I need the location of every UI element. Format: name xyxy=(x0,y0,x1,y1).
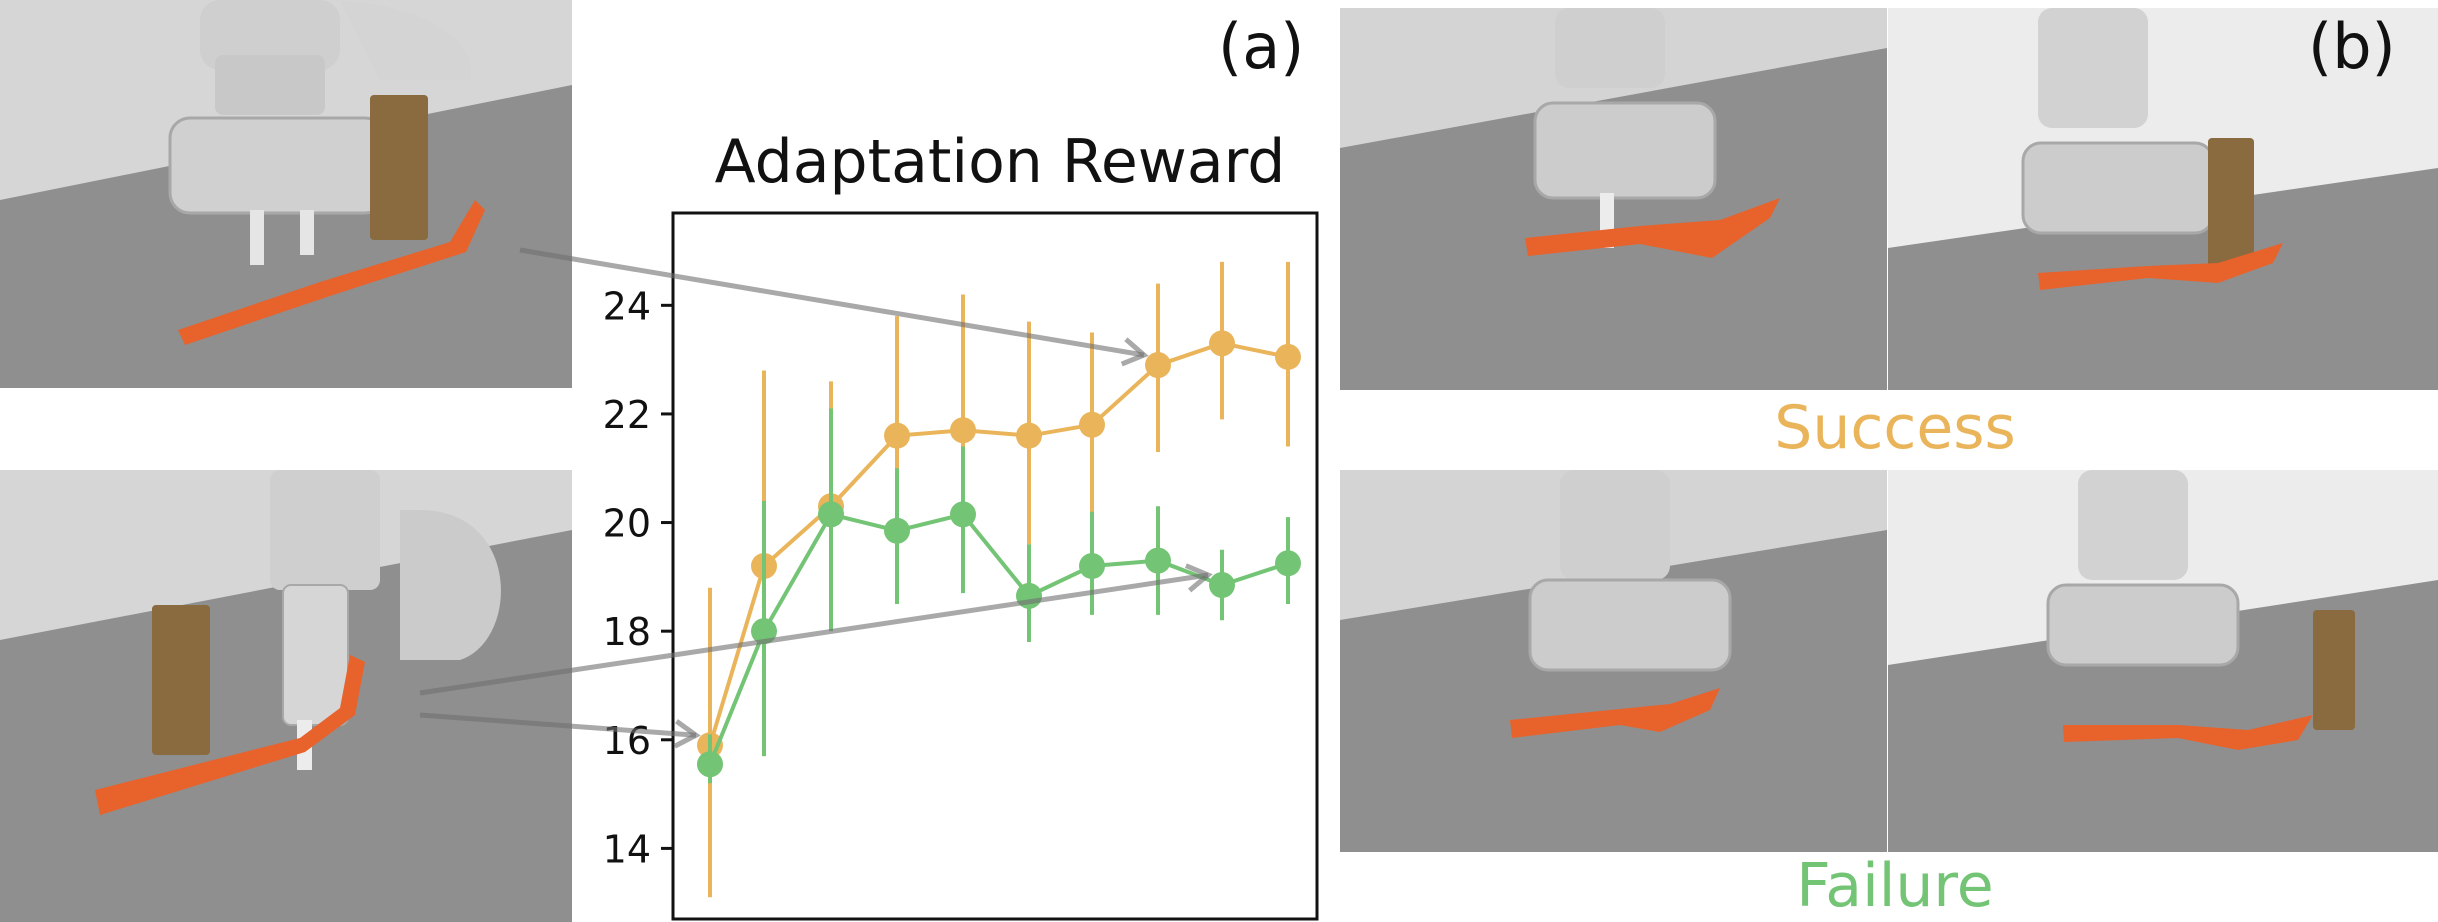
robot-arm-icon xyxy=(2046,470,2240,667)
annotation-arrows xyxy=(419,247,1213,749)
cylinder-icon xyxy=(370,95,428,240)
tool-icon xyxy=(2063,715,2313,750)
render-success-2 xyxy=(1888,8,2438,390)
cylinder-icon xyxy=(2208,138,2254,268)
robot-arm-icon xyxy=(1533,8,1717,248)
data-point xyxy=(950,417,976,444)
panel-label-a: (a) xyxy=(1218,10,1305,83)
chart-title: Adaptation Reward xyxy=(715,127,1286,197)
render-failure-2 xyxy=(1888,470,2438,852)
y-tick-label: 16 xyxy=(603,719,651,763)
data-point xyxy=(751,618,777,645)
y-tick-label: 24 xyxy=(603,284,651,328)
tool-icon xyxy=(1510,688,1720,738)
series-line xyxy=(708,341,1289,746)
tool-icon xyxy=(95,655,365,815)
data-point xyxy=(1145,352,1171,379)
annotation-arrow xyxy=(419,572,1209,696)
success-label: Success xyxy=(1774,393,2016,463)
data-point xyxy=(884,422,910,449)
data-point xyxy=(950,501,976,528)
data-point xyxy=(1079,411,1105,438)
failure-label: Failure xyxy=(1796,851,1994,921)
robot-arm-icon xyxy=(270,470,501,770)
data-point xyxy=(1145,547,1171,574)
data-point xyxy=(1079,553,1105,579)
render-success-1 xyxy=(1340,8,1887,390)
render-failure-1 xyxy=(1340,470,1887,852)
tool-icon xyxy=(2038,243,2283,290)
series-layer xyxy=(697,261,1301,898)
data-point xyxy=(818,501,844,528)
data-point xyxy=(1016,422,1042,449)
panel-label-b: (b) xyxy=(2308,10,2396,83)
y-tick-label: 22 xyxy=(603,393,651,437)
data-point xyxy=(1275,550,1301,577)
cylinder-icon xyxy=(2313,610,2355,730)
tool-icon xyxy=(1525,198,1780,258)
robot-arm-icon xyxy=(1528,470,1732,672)
data-point xyxy=(1209,572,1235,599)
data-point xyxy=(884,517,910,544)
tool-icon xyxy=(178,200,485,345)
data-point xyxy=(1209,330,1235,357)
data-point xyxy=(697,751,723,778)
render-top-left xyxy=(0,0,572,388)
annotation-arrowhead xyxy=(1184,563,1213,593)
series-line xyxy=(708,512,1289,765)
annotation-arrowhead xyxy=(1120,337,1149,367)
annotation-arrow xyxy=(519,247,1145,358)
robot-arm-icon xyxy=(2021,8,2215,235)
data-point xyxy=(1275,343,1301,370)
y-tick-label: 20 xyxy=(603,502,651,546)
render-bottom-left xyxy=(0,470,572,922)
annotation-arrowhead xyxy=(673,719,701,749)
robot-arm-icon xyxy=(168,0,472,265)
cylinder-icon xyxy=(152,605,210,755)
annotation-arrow xyxy=(419,712,697,738)
y-tick-label: 18 xyxy=(603,610,651,654)
y-tick-label: 14 xyxy=(603,827,651,871)
y-axis: 14 16 18 20 22 24 xyxy=(603,284,673,871)
